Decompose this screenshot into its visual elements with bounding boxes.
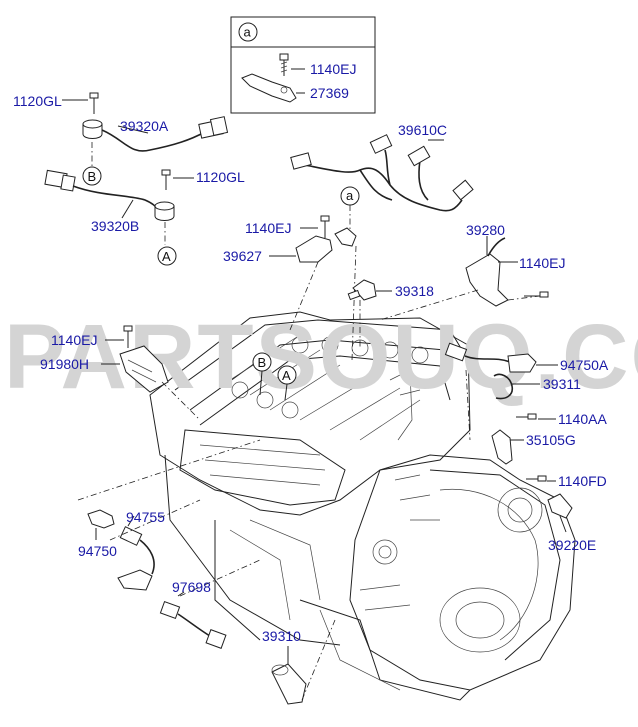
- bolt-icon: [89, 92, 99, 114]
- part-labels: 1140EJ 27369 1120GL 39320A 39320B 1120GL…: [13, 61, 609, 644]
- bolt-1140fd: [526, 475, 556, 482]
- label-1120gl-top[interactable]: 1120GL: [13, 93, 62, 109]
- bolt-1140aa: [516, 413, 556, 420]
- engine-ref-b: B: [258, 355, 267, 370]
- label-94750a[interactable]: 94750A: [560, 357, 609, 373]
- sensor-39310: [271, 619, 336, 705]
- label-91980h[interactable]: 91980H: [40, 356, 89, 372]
- label-1140ej-c[interactable]: 1140EJ: [51, 332, 97, 348]
- label-39318[interactable]: 39318: [395, 283, 434, 299]
- label-27369-inset[interactable]: 27369: [310, 85, 349, 101]
- label-94755[interactable]: 94755: [126, 509, 165, 525]
- label-1140aa[interactable]: 1140AA: [558, 411, 607, 427]
- wiring-harness-39610c: [290, 134, 474, 212]
- inset-ref-a: a: [244, 25, 252, 40]
- engine-ref-a: A: [282, 368, 291, 383]
- label-1140ej-a[interactable]: 1140EJ: [245, 220, 291, 236]
- label-39220e[interactable]: 39220E: [548, 537, 596, 553]
- bolt-icon: [161, 169, 171, 190]
- clip-39311: [493, 373, 540, 400]
- bolt-icon: [320, 215, 330, 238]
- bracket-39280: [379, 236, 549, 321]
- bracket-39627: a: [269, 186, 360, 361]
- label-35105g[interactable]: 35105G: [526, 432, 576, 448]
- label-39310[interactable]: 39310: [262, 628, 301, 644]
- label-39311[interactable]: 39311: [543, 376, 581, 392]
- bracket-91980h: [101, 325, 201, 421]
- label-1120gl-mid[interactable]: 1120GL: [196, 169, 245, 185]
- label-1140ej-b[interactable]: 1140EJ: [519, 255, 565, 271]
- label-1140ej-inset[interactable]: 1140EJ: [310, 61, 356, 77]
- sensor-39220e: [547, 493, 573, 533]
- inset-box: a: [230, 16, 376, 114]
- engine-assembly: [149, 311, 576, 701]
- ref-b-callout: B: [88, 169, 97, 184]
- watermark-text: PARTSOUQ.COM: [4, 306, 638, 408]
- label-39610c[interactable]: 39610C: [398, 122, 447, 138]
- sensor-97698: [159, 591, 227, 649]
- label-39280[interactable]: 39280: [466, 222, 505, 238]
- label-39320a[interactable]: 39320A: [120, 118, 169, 134]
- label-1140fd[interactable]: 1140FD: [558, 473, 607, 489]
- bolt-icon: [279, 53, 289, 76]
- ref-a-callout: A: [162, 249, 171, 264]
- sensor-94750: [87, 509, 115, 540]
- bracket-35105g: [491, 429, 524, 465]
- label-97698[interactable]: 97698: [172, 579, 211, 595]
- sensor-94750a: [444, 342, 558, 373]
- ref-a-small-callout: a: [346, 188, 354, 203]
- knock-sensor-39320a: B: [62, 92, 229, 186]
- sensor-94755: [117, 515, 155, 591]
- label-94750[interactable]: 94750: [78, 543, 117, 559]
- label-39320b[interactable]: 39320B: [91, 218, 139, 234]
- label-39627[interactable]: 39627: [223, 248, 262, 264]
- sensor-39318: [347, 279, 392, 348]
- knock-sensor-39320b: A: [44, 169, 194, 266]
- bolt-icon: [123, 325, 133, 348]
